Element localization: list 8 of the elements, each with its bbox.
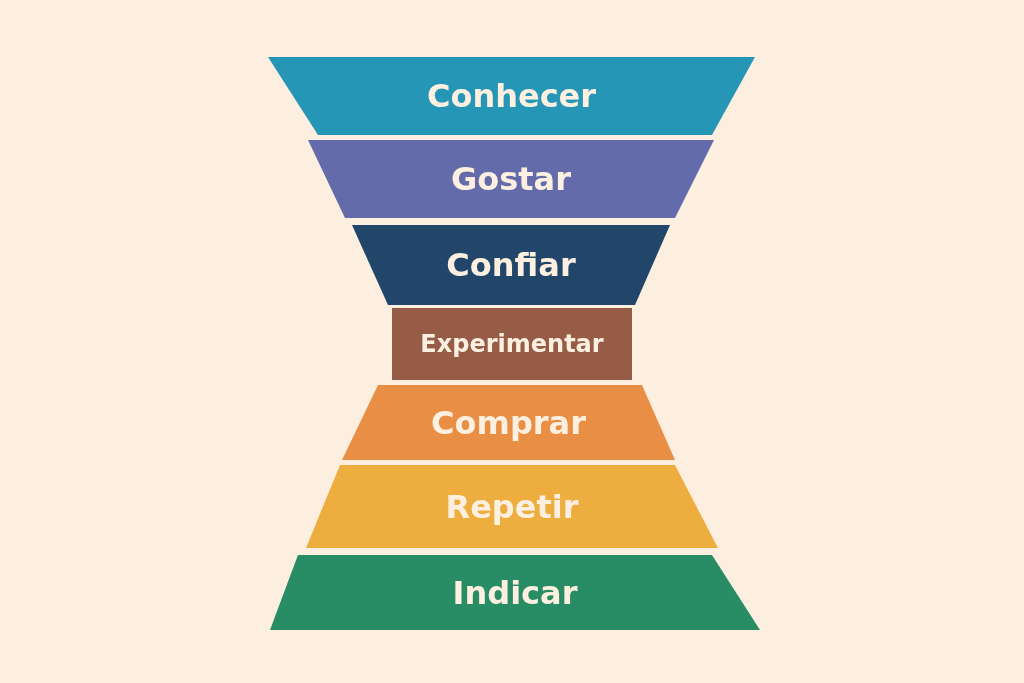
band-label: Comprar [431, 403, 586, 442]
band-label: Experimentar [420, 330, 604, 358]
band-label: Gostar [451, 160, 571, 198]
band-label: Confiar [446, 246, 576, 284]
funnel-band [392, 308, 632, 380]
band-label: Indicar [452, 573, 578, 612]
band-label: Repetir [445, 487, 579, 526]
band-label: Conhecer [426, 77, 597, 115]
